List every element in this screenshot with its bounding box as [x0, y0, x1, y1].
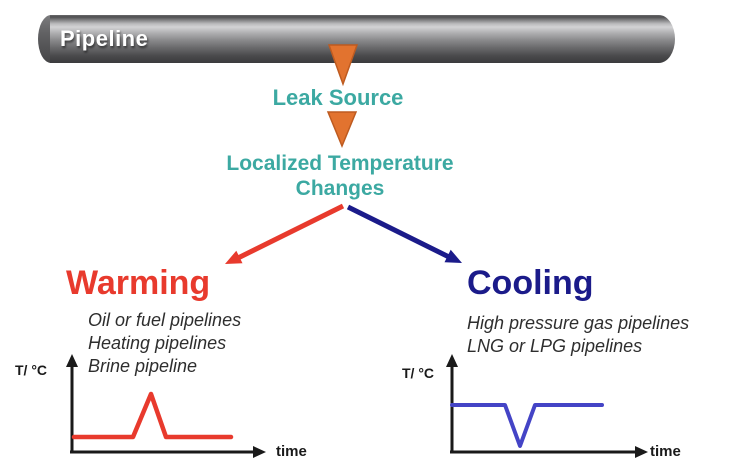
cooling-chart-ylabel: T/ °C: [402, 365, 435, 381]
warming-chart: [66, 354, 266, 458]
down-arrow-icon: [326, 111, 358, 148]
warming-chart-xlabel: time: [276, 443, 307, 460]
localized-temp-changes-label: Localized Temperature Changes: [215, 151, 465, 201]
cooling-example-item: High pressure gas pipelines: [467, 313, 690, 333]
cooling-title: Cooling: [467, 264, 594, 302]
y-axis-arrow-icon: [66, 354, 78, 367]
cooling-example-list: High pressure gas pipelines LNG or LPG p…: [467, 312, 689, 358]
cooling-chart: [446, 354, 648, 458]
warming-example-item: Heating pipelines: [88, 333, 227, 353]
down-arrow-icon: [327, 44, 359, 87]
localized-temp-line2: Changes: [295, 177, 385, 200]
cooling-arrow-icon: [346, 204, 462, 263]
warming-example-item: Oil or fuel pipelines: [88, 310, 242, 330]
y-axis-arrow-icon: [446, 354, 458, 367]
leak-source-label: Leak Source: [272, 85, 404, 110]
cooling-temperature-curve: [450, 403, 604, 448]
pipeline-label: Pipeline: [60, 26, 149, 51]
warming-example-list: Oil or fuel pipelines Heating pipelines …: [88, 309, 241, 378]
warming-example-item: Brine pipeline: [88, 356, 198, 376]
localized-temp-line1: Localized Temperature: [226, 152, 454, 175]
x-axis-arrow-icon: [635, 446, 648, 458]
pipeline-graphic: [50, 15, 675, 63]
cooling-example-item: LNG or LPG pipelines: [467, 336, 643, 356]
warming-temperature-curve: [71, 391, 234, 440]
warming-title: Warming: [66, 264, 211, 302]
x-axis-arrow-icon: [253, 446, 266, 458]
warming-chart-ylabel: T/ °C: [15, 362, 48, 378]
cooling-chart-xlabel: time: [650, 443, 681, 460]
warming-arrow-icon: [225, 203, 345, 264]
